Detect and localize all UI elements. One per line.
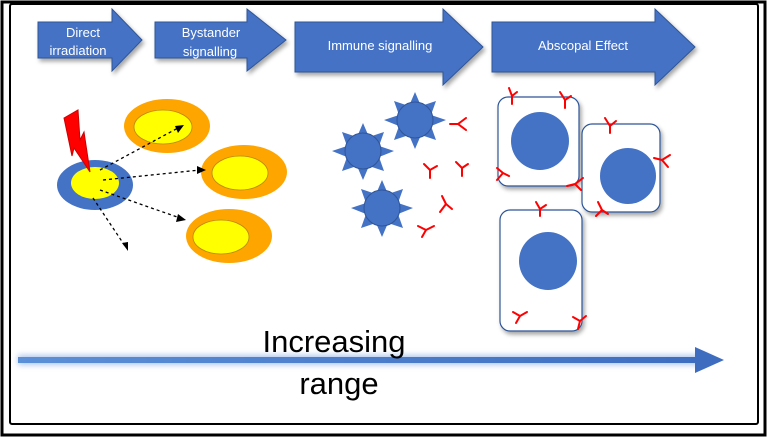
antibody-icon (559, 91, 572, 109)
immune-cell-icon (332, 123, 394, 180)
bystander-cell-icon (201, 145, 287, 199)
antibody-icon (604, 117, 617, 134)
bystander-signal-arrows (92, 127, 201, 247)
irradiated-cell-icon (57, 160, 133, 210)
tumour-cell-icon (497, 96, 580, 187)
stage-label-direct-line1: Direct (66, 25, 100, 40)
antibody-icons-free (417, 117, 469, 238)
range-label-line2: range (299, 366, 378, 401)
stage-label-direct-line2: irradiation (49, 43, 106, 58)
inner-frame (9, 3, 759, 425)
stage-arrow-direct-irradiation: Direct irradiation (37, 7, 143, 73)
bystander-cell-icon (186, 209, 272, 263)
stage-label-bystander-line1: Bystander (182, 25, 241, 40)
antibody-icon (508, 87, 518, 105)
antibody-icon (512, 311, 528, 324)
antibody-icon (572, 315, 587, 330)
immune-cell-icon (384, 92, 446, 149)
tumour-cell-icon (581, 123, 661, 213)
stage-label-abscopal: Abscopal Effect (538, 38, 628, 53)
antibody-icon (439, 195, 453, 213)
antibody-icon (566, 177, 584, 191)
antibody-icon (595, 201, 609, 217)
antibody-icons-bound (496, 87, 671, 330)
stage-arrow-immune-signalling: Immune signalling (294, 7, 484, 87)
antibody-icon (449, 117, 467, 131)
antibody-icon (417, 225, 435, 238)
stage-arrow-bystander-signalling: Bystander signalling (154, 7, 287, 73)
tumour-cell-icon (499, 209, 583, 332)
increasing-range-arrow (18, 347, 724, 373)
antibody-icon (455, 161, 469, 177)
antibody-icon (653, 154, 671, 168)
stage-arrow-abscopal-effect: Abscopal Effect (491, 7, 696, 87)
immune-cell-icon (351, 180, 413, 237)
stage-label-immune: Immune signalling (328, 38, 433, 53)
antibody-icon (535, 201, 547, 217)
antibody-icon (496, 167, 510, 181)
range-label-line1: Increasing (262, 324, 405, 359)
stage-label-bystander-line2: signalling (183, 44, 237, 59)
lightning-bolt-icon (63, 109, 91, 173)
arrowhead-icons (122, 125, 206, 251)
bystander-cell-icon (124, 99, 210, 153)
antibody-icon (423, 163, 438, 179)
